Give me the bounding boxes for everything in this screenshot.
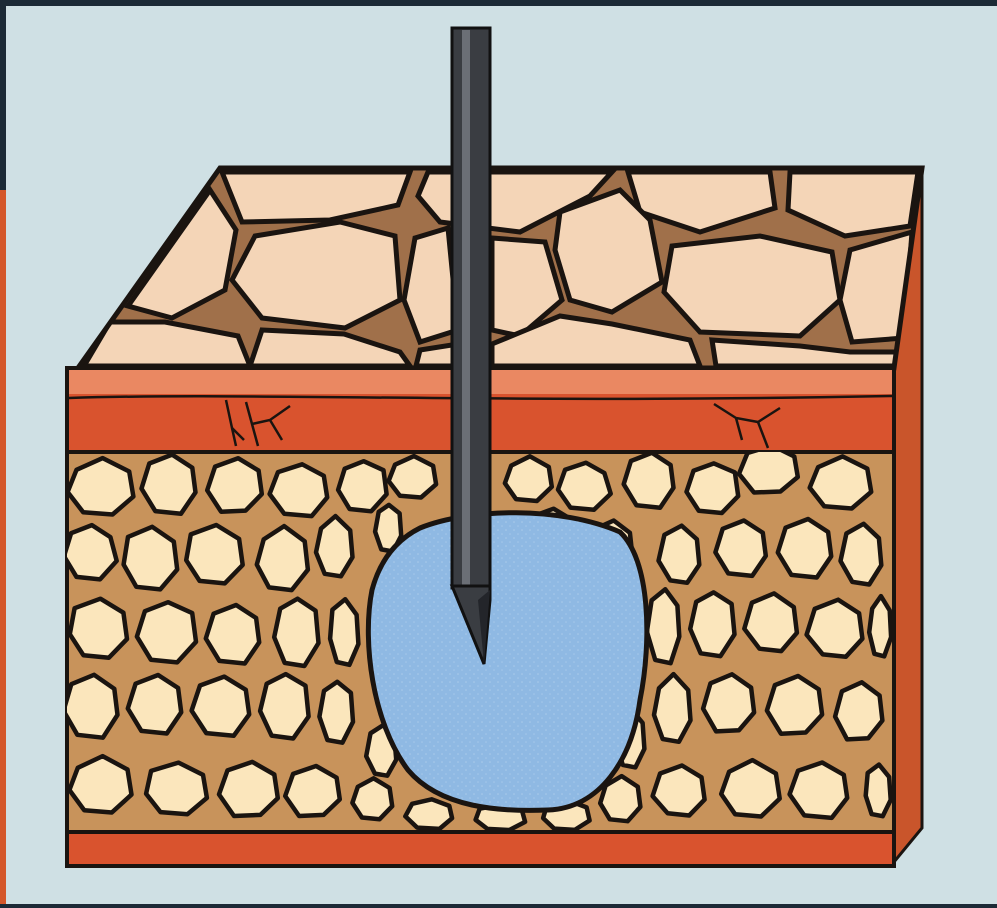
fat-cell — [744, 593, 797, 651]
fat-cell — [124, 527, 178, 590]
fat-cell — [647, 589, 679, 663]
fat-cell — [219, 762, 278, 816]
fat-cell — [260, 674, 309, 738]
fat-cell — [389, 456, 437, 497]
fat-cell — [405, 799, 452, 829]
fat-cell — [558, 463, 611, 510]
fat-cell — [330, 599, 358, 665]
fat-cell — [128, 675, 181, 734]
fat-cell — [835, 682, 882, 739]
fat-cell — [206, 605, 259, 664]
surface-cell — [404, 228, 458, 342]
fat-cell — [624, 453, 674, 508]
fat-cell — [505, 456, 552, 501]
fat-cell — [207, 458, 262, 512]
fat-cell — [703, 674, 754, 731]
fat-cell — [142, 455, 196, 514]
fat-cell — [186, 525, 243, 583]
fat-cell — [146, 763, 207, 815]
deep-fascia-layer — [67, 832, 894, 866]
fat-cell — [338, 461, 387, 511]
surface-cell — [664, 236, 840, 336]
surface-cell — [232, 222, 400, 328]
needle-highlight — [462, 30, 470, 586]
fat-cell — [778, 519, 831, 578]
fat-cell — [319, 682, 353, 743]
needle-shaft — [452, 28, 490, 588]
fat-cell — [192, 677, 250, 736]
fat-cell — [687, 463, 739, 513]
fat-cell — [285, 766, 340, 816]
fat-cell — [715, 521, 765, 576]
fat-cell — [841, 524, 882, 585]
fat-cell — [653, 766, 705, 816]
fat-cell — [274, 599, 318, 666]
fat-cell — [866, 765, 891, 817]
fat-cell — [70, 599, 127, 658]
needle — [452, 28, 490, 664]
fat-cell — [869, 596, 891, 656]
fat-cell — [739, 446, 798, 493]
fat-cell — [64, 675, 118, 738]
fat-cell — [659, 526, 700, 583]
fluid-pocket — [368, 513, 647, 811]
fat-cell — [690, 592, 734, 656]
fat-cell — [352, 778, 392, 819]
fat-cell — [807, 600, 863, 657]
fat-cell — [137, 602, 196, 662]
fat-cell — [767, 676, 822, 734]
fat-cell — [270, 464, 328, 516]
fat-cell — [790, 763, 848, 818]
